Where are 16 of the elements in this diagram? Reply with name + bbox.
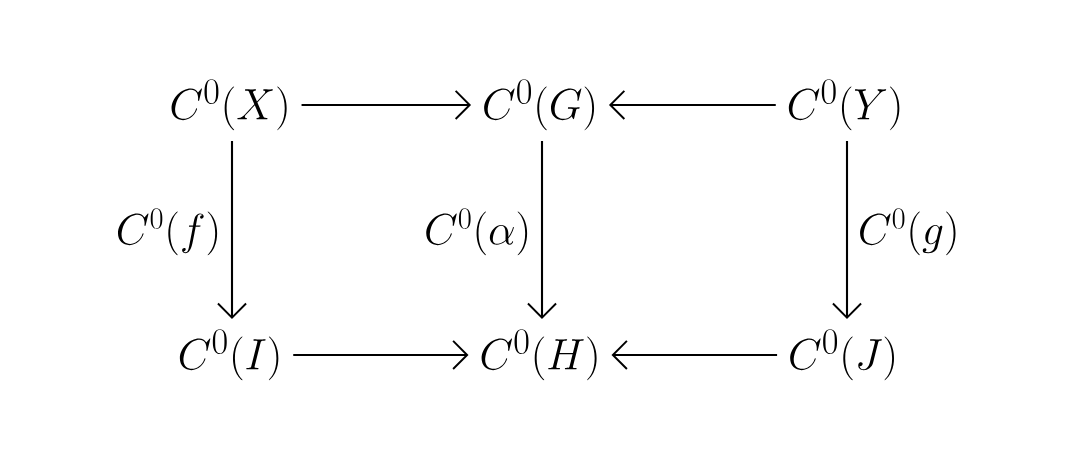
- arrow: [831, 141, 863, 319]
- object-formula: $C^0(X)$: [171, 79, 287, 131]
- edge-label: $C^0(g)$: [860, 208, 956, 256]
- arrow: [217, 141, 248, 319]
- arrow: [293, 339, 469, 370]
- object-formula: $C^0(Y)$: [788, 79, 900, 131]
- object-formula: $C^0(G)$: [484, 79, 595, 131]
- edge-label: $C^0(\alpha)$: [426, 208, 528, 256]
- object-formula: $C^0(I)$: [179, 329, 279, 381]
- arrow: [608, 89, 776, 120]
- arrow: [611, 339, 778, 370]
- arrow: [526, 141, 558, 319]
- arrow: [301, 89, 472, 120]
- object-formula: $C^0(H)$: [481, 329, 597, 381]
- object-formula: $C^0(J)$: [790, 329, 895, 381]
- edge-label: $C^0(f)$: [118, 208, 218, 256]
